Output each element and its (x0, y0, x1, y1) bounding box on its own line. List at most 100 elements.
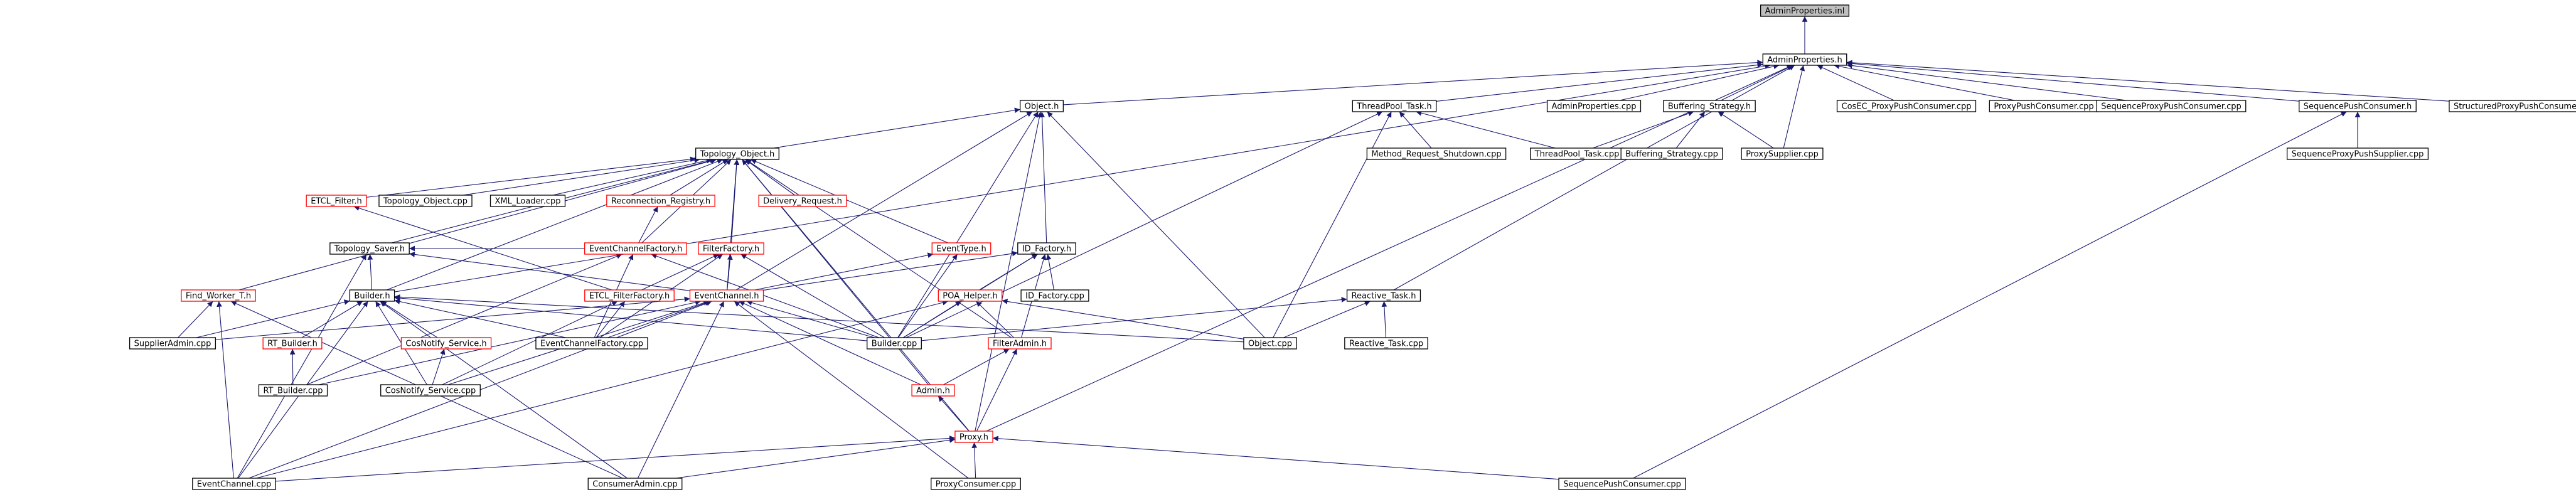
node-et-h[interactable]: EventType.h (931, 242, 991, 255)
node-mrs-cpp[interactable]: Method_Request_Shutdown.cpp (1366, 147, 1507, 160)
node-admin-h[interactable]: Admin.h (911, 384, 955, 397)
node-spsc-cpp[interactable]: SequencePushConsumer.cpp (1558, 478, 1686, 490)
node-object-cpp[interactable]: Object.cpp (1243, 337, 1297, 350)
edge-mrs_cpp-to-tpt_h (1399, 111, 1432, 149)
node-box (938, 289, 1003, 302)
node-box (1020, 289, 1089, 302)
node-cns-h[interactable]: CosNotify_Service.h (400, 337, 492, 350)
edge-ecf_cpp-to-builder_h (394, 299, 566, 338)
node-ca-cpp[interactable]: ConsumerAdmin.cpp (587, 478, 683, 490)
node-box (2449, 100, 2576, 112)
node-sppc-cpp[interactable]: SequenceProxyPushConsumer.cpp (2096, 100, 2247, 112)
node-fwt-h[interactable]: Find_Worker_T.h (181, 289, 256, 302)
node-ec-cpp[interactable]: EventChannel.cpp (192, 478, 276, 490)
edge-ec_cpp-to-proxy_h (275, 436, 955, 482)
node-label: ID_Factory.cpp (1025, 292, 1084, 301)
node-box (954, 430, 993, 443)
node-label: SequencePushConsumer.cpp (1563, 480, 1681, 489)
node-label: AdminProperties.cpp (1552, 102, 1637, 112)
node-spps-cpp[interactable]: SequenceProxyPushSupplier.cpp (2286, 147, 2429, 160)
edge-sa_cpp-to-ec_h (215, 296, 690, 340)
node-rtb-cpp[interactable]: RT_Builder.cpp (258, 384, 328, 397)
node-proxy-h[interactable]: Proxy.h (954, 430, 993, 443)
node-box (1663, 100, 1756, 112)
node-buf-cpp[interactable]: Buffering_Strategy.cpp (1620, 147, 1723, 160)
node-box (988, 337, 1052, 350)
node-label: CosNotify_Service.h (405, 340, 486, 349)
node-strppc-cpp[interactable]: StructuredProxyPushConsumer.cpp (2449, 100, 2576, 112)
node-etclff-h[interactable]: ETCL_FilterFactory.h (584, 289, 675, 302)
node-rtb-h[interactable]: RT_Builder.h (262, 337, 323, 350)
node-tpt-cpp[interactable]: ThreadPool_Task.cpp (1529, 147, 1625, 160)
edge-rtb_h-to-builder_h (301, 301, 363, 338)
node-box (1346, 289, 1421, 302)
node-poa-h[interactable]: POA_Helper.h (938, 289, 1003, 302)
node-tsaver-h[interactable]: Topology_Saver.h (329, 242, 410, 255)
edge-sa_cpp-to-fwt_h (178, 301, 213, 338)
node-box (1558, 478, 1686, 490)
node-label: SupplierAdmin.cpp (134, 340, 211, 349)
node-builder-h[interactable]: Builder.h (349, 289, 395, 302)
node-object-h[interactable]: Object.h (1019, 100, 1064, 112)
edge-spsc_cpp-to-spc_h (1633, 111, 2347, 479)
node-box (1017, 242, 1076, 255)
node-label: Topology_Saver.h (334, 245, 405, 254)
node-label: FilterAdmin.h (993, 340, 1047, 349)
edge-ec_h-to-topo_h (727, 159, 740, 291)
node-inl[interactable]: AdminProperties.inl (1760, 4, 1850, 17)
node-xml-cpp[interactable]: XML_Loader.cpp (489, 195, 566, 207)
node-sa-cpp[interactable]: SupplierAdmin.cpp (129, 337, 216, 350)
node-idf-h[interactable]: ID_Factory.h (1017, 242, 1076, 255)
edge-object_cpp-to-builder_h (394, 294, 1244, 343)
node-label: Delivery_Request.h (763, 197, 842, 206)
node-idf-cpp[interactable]: ID_Factory.cpp (1020, 289, 1089, 302)
node-label: SequenceProxyPushConsumer.cpp (2101, 102, 2241, 112)
edge-builder_h-to-tsaver_h (367, 254, 373, 291)
node-cosec-cpp[interactable]: CosEC_ProxyPushConsumer.cpp (1836, 100, 1977, 112)
edge-idf_cpp-to-idf_h (1045, 254, 1054, 291)
node-box (1019, 100, 1064, 112)
node-ps-cpp[interactable]: ProxySupplier.cpp (1741, 147, 1824, 160)
node-ecf-cpp[interactable]: EventChannelFactory.cpp (535, 337, 648, 350)
node-etclf-h[interactable]: ETCL_Filter.h (306, 195, 367, 207)
node-ecf-h[interactable]: EventChannelFactory.h (584, 242, 687, 255)
node-box (1620, 147, 1723, 160)
edge-ec_cpp-to-poa_h (256, 299, 948, 479)
node-cns-cpp[interactable]: CosNotify_Service.cpp (380, 384, 481, 397)
node-topo-cpp[interactable]: Topology_Object.cpp (378, 195, 473, 207)
node-reconn-h[interactable]: Reconnection_Registry.h (606, 195, 715, 207)
node-builder-cpp[interactable]: Builder.cpp (867, 337, 922, 350)
node-spc-h[interactable]: SequencePushConsumer.h (2299, 100, 2417, 112)
node-label: CosNotify_Service.cpp (385, 387, 476, 396)
node-admprop-h[interactable]: AdminProperties.h (1762, 53, 1847, 66)
node-ff-h[interactable]: FilterFactory.h (698, 242, 764, 255)
edge-rtb_cpp-to-rtb_h (289, 348, 296, 385)
node-box (192, 478, 276, 490)
node-box (584, 242, 687, 255)
node-label: ID_Factory.h (1022, 245, 1071, 254)
node-tpt-h[interactable]: ThreadPool_Task.h (1352, 100, 1437, 112)
edge-builder_h-to-topo_h (386, 159, 724, 291)
node-delreq-h[interactable]: Delivery_Request.h (758, 195, 847, 207)
node-label: Reactive_Task.cpp (1349, 340, 1423, 349)
node-box (587, 478, 683, 490)
node-box (400, 337, 492, 350)
node-box (1762, 53, 1847, 66)
node-ppc-cpp[interactable]: ProxyPushConsumer.cpp (1989, 100, 2099, 112)
node-fa-h[interactable]: FilterAdmin.h (988, 337, 1052, 350)
node-topo-h[interactable]: Topology_Object.h (695, 147, 779, 160)
edge-builder_cpp-to-builder_h (394, 295, 867, 341)
node-admprop-cpp[interactable]: AdminProperties.cpp (1546, 100, 1642, 112)
node-buf-h[interactable]: Buffering_Strategy.h (1663, 100, 1756, 112)
node-label: AdminProperties.h (1767, 56, 1842, 65)
edge-ca_cpp-to-ec_h (637, 301, 725, 479)
node-pc-cpp[interactable]: ProxyConsumer.cpp (931, 478, 1021, 490)
node-label: Reactive_Task.h (1352, 292, 1416, 301)
node-rt-cpp[interactable]: Reactive_Task.cpp (1344, 337, 1428, 350)
edge-buf_h-to-admprop_h (1721, 65, 1793, 101)
node-box (1836, 100, 1977, 112)
node-rt-h[interactable]: Reactive_Task.h (1346, 289, 1421, 302)
edge-tpt_cpp-to-buf_h (1592, 110, 1694, 149)
edge-builder_cpp-to-rt_h (921, 297, 1347, 341)
node-ec-h[interactable]: EventChannel.h (689, 289, 764, 302)
